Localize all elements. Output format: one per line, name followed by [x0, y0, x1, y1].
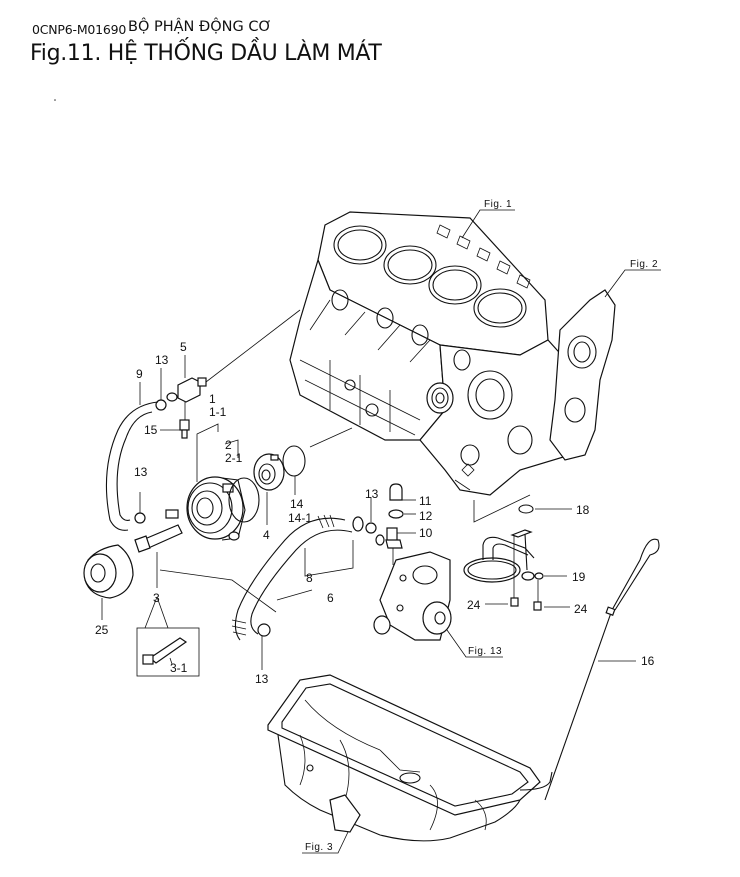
part-24-bolt-left — [485, 535, 519, 607]
part-13-clamp-mid — [134, 492, 146, 524]
callout-3: 3 — [153, 591, 160, 605]
oil-pan — [267, 674, 553, 842]
part-5-tee-fitting — [166, 309, 301, 403]
part-18-o-ring — [518, 504, 572, 514]
part-8-hose — [231, 514, 364, 641]
part-3-connector — [134, 524, 183, 588]
callout-2: 2 — [225, 438, 232, 452]
callout-2-1: 2-1 — [225, 451, 243, 465]
callout-14-1: 14-1 — [288, 511, 312, 525]
section-title: BỘ PHẬN ĐỘNG CƠ — [128, 19, 272, 35]
part-24-bolt-right — [533, 580, 570, 611]
callout-16: 16 — [641, 654, 655, 668]
callout-14: 14 — [290, 497, 304, 511]
fig-13-reference[interactable]: Fig. 13 — [446, 629, 503, 658]
callout-15: 15 — [144, 423, 158, 437]
callout-8: 8 — [306, 571, 313, 585]
callout-10: 10 — [419, 526, 433, 540]
callout-13: 13 — [155, 353, 169, 367]
callout-13: 13 — [255, 672, 269, 686]
part-9-hose — [105, 401, 159, 531]
part-10-union — [375, 527, 403, 549]
callout-25: 25 — [95, 623, 109, 637]
part-13-clamp-lower — [257, 623, 271, 670]
leader-1 — [196, 423, 219, 482]
callout-6: 6 — [327, 591, 334, 605]
callout-19: 19 — [572, 570, 586, 584]
part-13-clamp-right — [365, 497, 377, 534]
callout-12: 12 — [419, 509, 433, 523]
callout-3-1: 3-1 — [170, 661, 188, 675]
figure-title: Fig.11. HỆ THỐNG DẦU LÀM MÁT — [30, 41, 382, 66]
part-1-oil-cooler — [165, 476, 246, 541]
fig-3-reference[interactable]: Fig. 3 — [302, 831, 349, 854]
callout-4: 4 — [263, 528, 270, 542]
callout-24: 24 — [574, 602, 588, 616]
leader-2 — [224, 439, 239, 458]
callout-24: 24 — [467, 598, 481, 612]
callout-1: 1 — [209, 392, 216, 406]
part-25-oil-filter — [83, 544, 134, 620]
fig-2-reference[interactable]: Fig. 2 — [604, 259, 661, 298]
callout-18: 18 — [576, 503, 590, 517]
part-4-cover — [253, 453, 285, 525]
engine-block — [289, 211, 616, 496]
part-14-o-ring — [282, 427, 353, 495]
callout-9: 9 — [136, 367, 143, 381]
leader-block-18 — [473, 494, 531, 523]
callout-1-1: 1-1 — [209, 405, 227, 419]
fig-1-reference[interactable]: Fig. 1 — [461, 199, 515, 239]
part-12-clip — [388, 509, 404, 519]
part-19-oil-strainer — [463, 529, 567, 583]
callout-11: 11 — [419, 494, 432, 508]
callout-5: 5 — [180, 340, 187, 354]
document-code: 0CNP6-M01690 — [32, 22, 127, 37]
part-3-1-inset-box — [136, 596, 200, 677]
callout-13: 13 — [134, 465, 148, 479]
fig-3-label: Fig. 3 — [305, 842, 333, 853]
leader-hose-lines — [159, 569, 313, 613]
fig-2-label: Fig. 2 — [630, 259, 658, 270]
stray-dot — [54, 99, 56, 101]
callout-13: 13 — [365, 487, 379, 501]
fig-13-oil-pump-housing — [373, 548, 452, 641]
part-16-dipstick — [544, 538, 660, 801]
part-15-oil-pressure-switch — [179, 402, 190, 439]
fig-13-label: Fig. 13 — [468, 646, 502, 657]
part-11-cap — [389, 483, 403, 501]
part-2-gasket — [228, 477, 260, 523]
leader-6-8 — [304, 540, 354, 577]
part-13-clamp-upper — [155, 399, 167, 411]
fig-1-label: Fig. 1 — [484, 199, 512, 210]
